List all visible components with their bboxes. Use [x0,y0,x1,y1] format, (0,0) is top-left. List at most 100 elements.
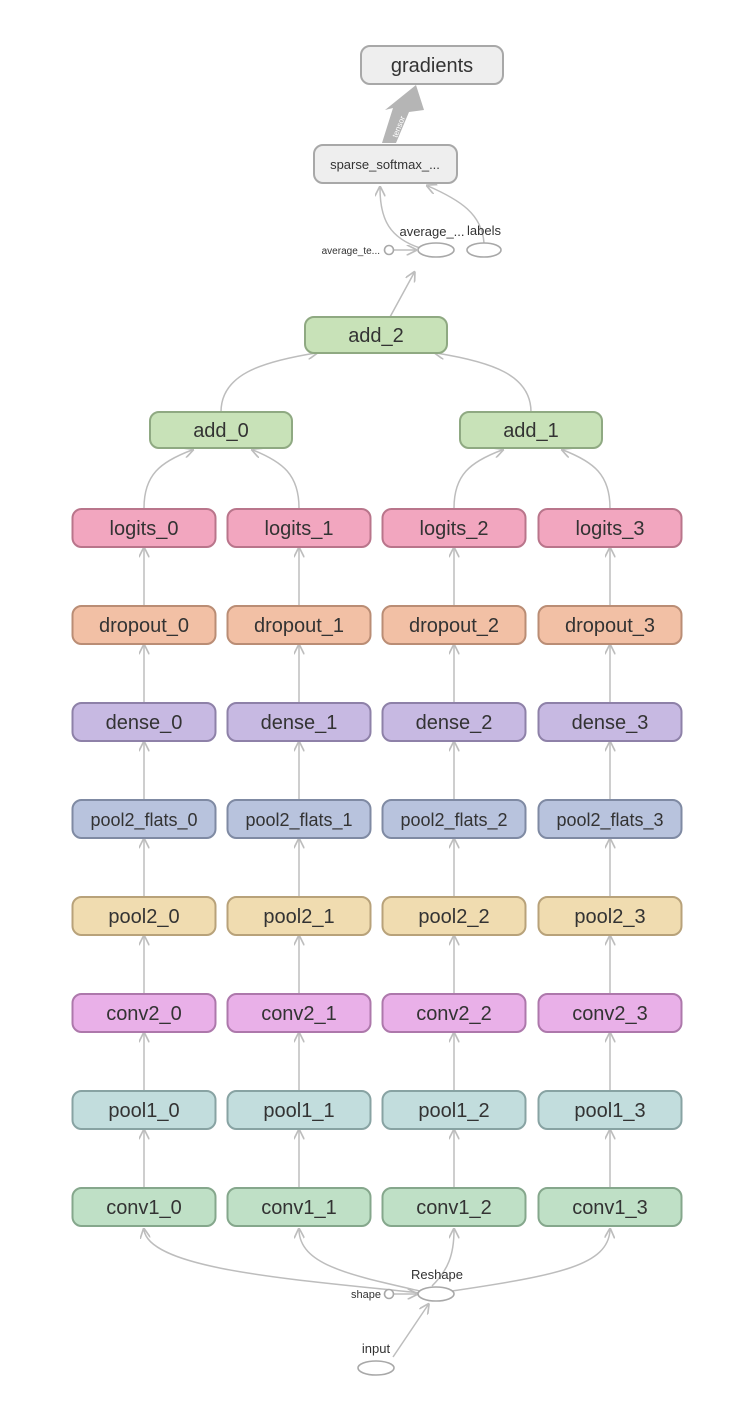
node-sparse-softmax[interactable]: sparse_softmax_... [313,144,458,184]
node-average-label: average_... [399,224,464,239]
layer-nodes: logits_0 logits_1 logits_2 logits_3 dropout_… [71,508,683,1227]
tensor-edge [382,85,424,143]
node-dense-1-label: dense_1 [261,712,338,734]
edge-logits3-add1 [563,450,611,509]
node-gradients[interactable]: gradients [360,45,504,85]
node-shape-label: shape [351,1289,381,1301]
edge-reshape-conv1-3 [451,1230,610,1292]
node-conv2-3[interactable]: conv2_3 [537,993,683,1033]
node-dense-3[interactable]: dense_3 [537,702,683,742]
node-dropout-3[interactable]: dropout_3 [537,605,683,645]
node-logits-3[interactable]: logits_3 [537,508,683,548]
node-conv1-2[interactable]: conv1_2 [381,1187,527,1227]
node-pool2-3[interactable]: pool2_3 [537,896,683,936]
node-conv1-0[interactable]: conv1_0 [71,1187,217,1227]
edge-input-reshape [392,1305,428,1358]
node-pool2-0-label: pool2_0 [108,906,179,928]
node-conv2-0[interactable]: conv2_0 [71,993,217,1033]
edge-add2-average [389,273,414,318]
node-conv1-0-label: conv1_0 [106,1197,182,1219]
node-labels-label: labels [467,223,501,238]
node-pool1-0[interactable]: pool1_0 [71,1090,217,1130]
node-add-1-label: add_1 [503,420,559,442]
edge-add1-add2 [436,353,532,413]
edge-logits2-add1 [453,450,502,509]
node-input[interactable]: input [357,1341,395,1376]
node-conv2-0-label: conv2_0 [106,1003,182,1025]
node-dense-2[interactable]: dense_2 [381,702,527,742]
node-pool2-flats-3[interactable]: pool2_flats_3 [537,799,683,839]
node-reshape-label: Reshape [411,1267,463,1282]
edge-add0-add2 [220,353,316,413]
node-labels[interactable]: labels [466,223,502,258]
node-pool1-2-label: pool1_2 [418,1100,489,1122]
node-dense-2-label: dense_2 [416,712,493,734]
node-pool2-2[interactable]: pool2_2 [381,896,527,936]
node-logits-0-label: logits_0 [110,518,179,540]
node-pool1-0-label: pool1_0 [108,1100,179,1122]
node-add-0-label: add_0 [193,420,249,442]
node-logits-2-label: logits_2 [420,518,489,540]
node-conv2-2[interactable]: conv2_2 [381,993,527,1033]
node-add-2[interactable]: add_2 [304,316,448,354]
node-reshape[interactable]: Reshape [411,1267,463,1302]
edge-labels-softmax [428,186,485,244]
node-dropout-3-label: dropout_3 [565,615,655,637]
node-conv2-1[interactable]: conv2_1 [226,993,372,1033]
node-pool2-flats-3-label: pool2_flats_3 [556,810,663,831]
node-dropout-2[interactable]: dropout_2 [381,605,527,645]
node-pool2-flats-0-label: pool2_flats_0 [90,810,197,831]
node-pool2-1-label: pool2_1 [263,906,334,928]
node-pool2-flats-1-label: pool2_flats_1 [245,810,352,831]
node-input-label: input [362,1341,391,1356]
node-add-1[interactable]: add_1 [459,411,603,449]
node-pool1-1[interactable]: pool1_1 [226,1090,372,1130]
edge-logits0-add0 [143,450,192,509]
node-pool2-1[interactable]: pool2_1 [226,896,372,936]
node-average[interactable]: average_... [399,224,465,258]
edge-reshape-conv1-0 [144,1230,421,1294]
node-conv1-3[interactable]: conv1_3 [537,1187,683,1227]
node-logits-0[interactable]: logits_0 [71,508,217,548]
nodes-layer: gradients sparse_softmax_... average_...… [71,45,683,1376]
node-conv2-3-label: conv2_3 [572,1003,648,1025]
node-logits-2[interactable]: logits_2 [381,508,527,548]
node-pool1-2[interactable]: pool1_2 [381,1090,527,1130]
edge-average-softmax [380,188,421,249]
node-gradients-label: gradients [391,55,473,77]
node-conv2-2-label: conv2_2 [416,1003,492,1025]
node-pool2-flats-2-label: pool2_flats_2 [400,810,507,831]
node-shape[interactable]: shape [351,1288,395,1301]
node-logits-1[interactable]: logits_1 [226,508,372,548]
edge-logits1-add0 [253,450,300,509]
node-pool2-flats-0[interactable]: pool2_flats_0 [71,799,217,839]
node-dropout-0[interactable]: dropout_0 [71,605,217,645]
node-sparse-softmax-label: sparse_softmax_... [330,157,440,172]
node-dense-0[interactable]: dense_0 [71,702,217,742]
node-pool1-3-label: pool1_3 [574,1100,645,1122]
node-pool2-3-label: pool2_3 [574,906,645,928]
node-dense-1[interactable]: dense_1 [226,702,372,742]
node-dense-3-label: dense_3 [572,712,649,734]
node-pool2-0[interactable]: pool2_0 [71,896,217,936]
node-pool2-flats-1[interactable]: pool2_flats_1 [226,799,372,839]
node-dropout-1[interactable]: dropout_1 [226,605,372,645]
node-logits-3-label: logits_3 [576,518,645,540]
node-dropout-0-label: dropout_0 [99,615,189,637]
node-pool2-2-label: pool2_2 [418,906,489,928]
node-average-te-label: average_te... [322,246,380,257]
layer-edges [144,549,610,1188]
node-add-2-label: add_2 [348,325,404,347]
node-pool2-flats-2[interactable]: pool2_flats_2 [381,799,527,839]
node-conv1-3-label: conv1_3 [572,1197,648,1219]
node-dense-0-label: dense_0 [106,712,183,734]
node-pool1-3[interactable]: pool1_3 [537,1090,683,1130]
node-conv1-1-label: conv1_1 [261,1197,337,1219]
node-conv1-1[interactable]: conv1_1 [226,1187,372,1227]
node-average-te[interactable]: average_te... [322,244,395,258]
edge-reshape-conv1-1 [299,1230,421,1292]
node-pool1-1-label: pool1_1 [263,1100,334,1122]
node-conv2-1-label: conv2_1 [261,1003,337,1025]
node-add-0[interactable]: add_0 [149,411,293,449]
